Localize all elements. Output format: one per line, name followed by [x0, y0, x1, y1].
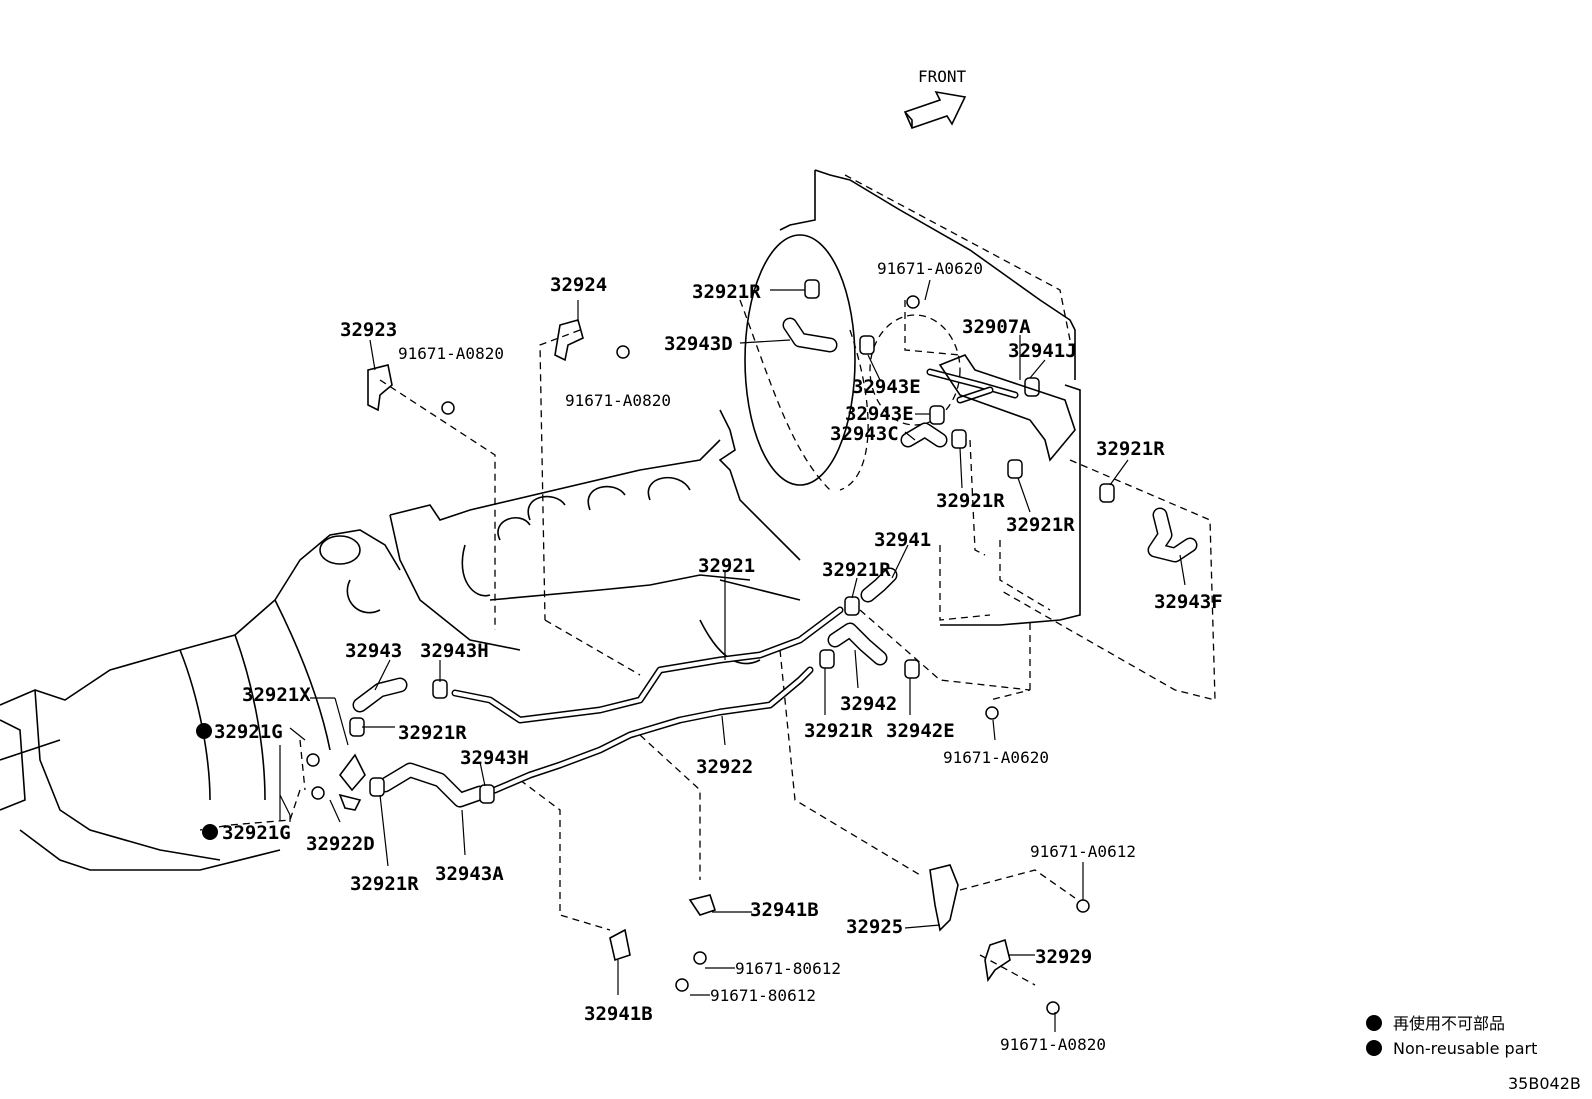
label-32921R-e[interactable]: 32921R	[822, 559, 891, 581]
label-32921X[interactable]: 32921X	[242, 684, 311, 706]
label-32921R-c[interactable]: 32921R	[1006, 514, 1075, 536]
label-32925[interactable]: 32925	[846, 916, 903, 938]
label-32942E[interactable]: 32942E	[886, 720, 955, 742]
front-label: FRONT	[918, 67, 967, 86]
label-91671-A0820-c[interactable]: 91671-A0820	[1000, 1035, 1106, 1054]
label-91671-A0612[interactable]: 91671-A0612	[1030, 842, 1136, 861]
label-32907A[interactable]: 32907A	[962, 316, 1031, 338]
label-91671-80612-b[interactable]: 91671-80612	[710, 986, 816, 1005]
label-32943D[interactable]: 32943D	[664, 333, 733, 355]
label-32921G-b[interactable]: 32921G	[222, 822, 291, 844]
label-91671-A0620-a[interactable]: 91671-A0620	[877, 259, 983, 278]
label-32924[interactable]: 32924	[550, 274, 607, 296]
label-32943A[interactable]: 32943A	[435, 863, 504, 885]
rubber-hoses	[352, 317, 1198, 808]
label-32943F[interactable]: 32943F	[1154, 591, 1223, 613]
label-32943E-b[interactable]: 32943E	[845, 403, 914, 425]
label-32941B-b[interactable]: 32941B	[584, 1003, 653, 1025]
label-32921R-g[interactable]: 32921R	[804, 720, 873, 742]
engine-block-outline	[389, 409, 801, 665]
label-32943H-b[interactable]: 32943H	[460, 747, 529, 769]
front-arrow-icon	[903, 90, 967, 129]
label-91671-A0820-b[interactable]: 91671-A0820	[565, 391, 671, 410]
radiator-outline	[739, 169, 1081, 626]
label-32942[interactable]: 32942	[840, 693, 897, 715]
label-91671-A0820-a[interactable]: 91671-A0820	[398, 344, 504, 363]
label-32921G-a[interactable]: 32921G	[214, 721, 283, 743]
transmission-outline	[0, 529, 401, 871]
label-32921R-h[interactable]: 32921R	[350, 873, 419, 895]
non-reusable-marker-icon	[202, 824, 218, 840]
label-32941B-a[interactable]: 32941B	[750, 899, 819, 921]
cooler-pipes	[451, 368, 1019, 794]
legend-text-en: Non-reusable part	[1393, 1039, 1537, 1058]
label-32941J[interactable]: 32941J	[1008, 340, 1077, 362]
clamps-bolts	[306, 279, 1115, 1015]
label-32943H-a[interactable]: 32943H	[420, 640, 489, 662]
legend-marker-icon	[1366, 1040, 1382, 1056]
label-32922[interactable]: 32922	[696, 756, 753, 778]
label-32943C[interactable]: 32943C	[830, 423, 899, 445]
label-32943E-a[interactable]: 32943E	[852, 376, 921, 398]
part-labels: 32923 91671-A0820 32924 91671-A0820 3292…	[196, 259, 1223, 1054]
assembly-lines	[199, 300, 1216, 986]
label-32922D[interactable]: 32922D	[306, 833, 375, 855]
label-32923[interactable]: 32923	[340, 319, 397, 341]
label-91671-80612-a[interactable]: 91671-80612	[735, 959, 841, 978]
drawing-code: 35B042B	[1508, 1074, 1581, 1093]
legend: 再使用不可部品 Non-reusable part	[1366, 1014, 1537, 1058]
label-32921R-f[interactable]: 32921R	[398, 722, 467, 744]
label-32921R-a[interactable]: 32921R	[692, 281, 761, 303]
label-32921R-d[interactable]: 32921R	[1096, 438, 1165, 460]
leader-lines	[279, 279, 1186, 1032]
non-reusable-marker-icon	[196, 723, 212, 739]
legend-marker-icon	[1366, 1015, 1382, 1031]
label-32941[interactable]: 32941	[874, 529, 931, 551]
label-32921R-b[interactable]: 32921R	[936, 490, 1005, 512]
label-32929[interactable]: 32929	[1035, 946, 1092, 968]
label-32943[interactable]: 32943	[345, 640, 402, 662]
legend-text-jp: 再使用不可部品	[1393, 1014, 1505, 1033]
label-32921[interactable]: 32921	[698, 555, 755, 577]
label-91671-A0620-b[interactable]: 91671-A0620	[943, 748, 1049, 767]
